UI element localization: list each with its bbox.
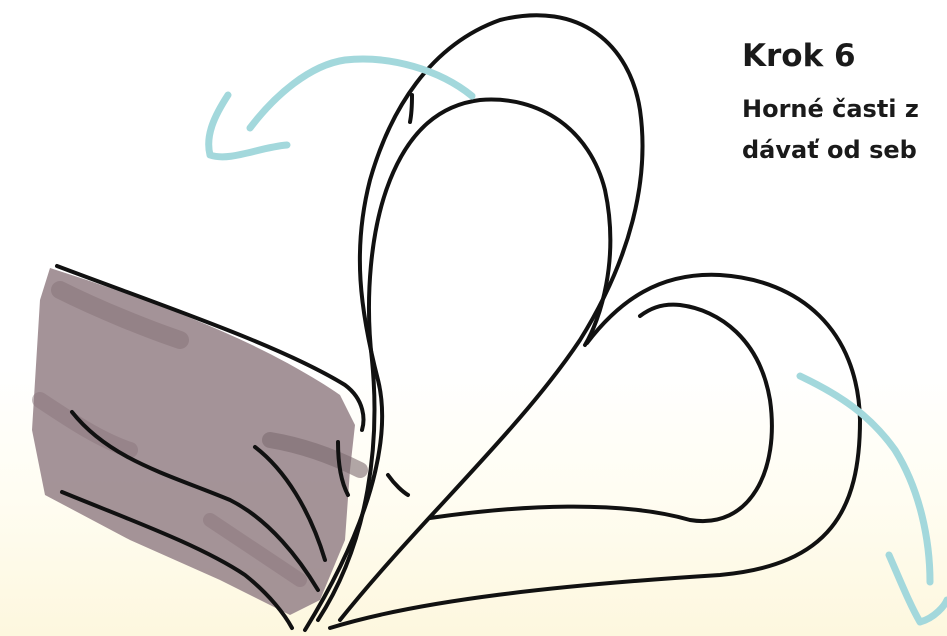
step-description: Horné časti z dávať od seb [742, 89, 947, 171]
curved-arrow-down-right-icon [800, 376, 947, 622]
bow-fabric-tail [32, 268, 360, 615]
curved-arrow-left-icon [209, 59, 472, 157]
step-title: Krok 6 [742, 38, 856, 74]
